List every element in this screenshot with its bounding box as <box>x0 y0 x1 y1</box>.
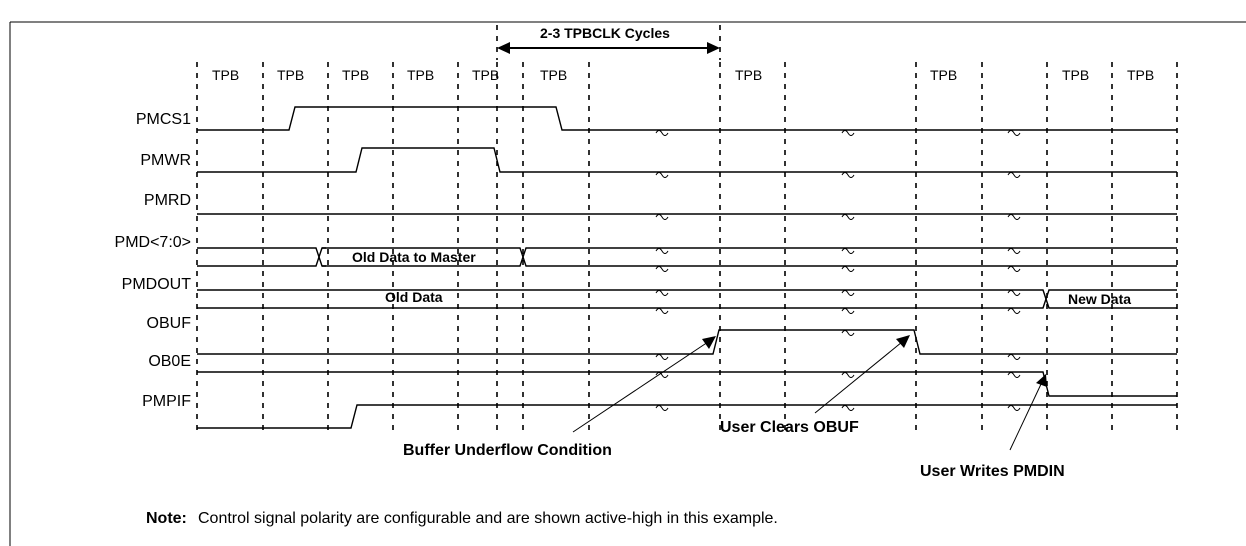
signal-name-ob0e: OB0E <box>148 353 191 370</box>
note-label: Note: <box>146 510 187 527</box>
annotation-user-writes-pmdin: User Writes PMDIN <box>920 463 1065 480</box>
annotation-user-clears-obuf: User Clears OBUF <box>720 419 859 436</box>
signal-name-obuf: OBUF <box>147 315 192 332</box>
tpb-label: TPB <box>930 67 957 83</box>
tpb-label: TPB <box>1062 67 1089 83</box>
cycle-span-label: 2-3 TPBCLK Cycles <box>540 25 670 41</box>
time-break-marks <box>655 130 1021 411</box>
signal-name-pmpif: PMPIF <box>142 393 191 410</box>
signal-name-pmdout: PMDOUT <box>122 276 192 293</box>
pmd-bus-label: Old Data to Master <box>352 249 476 265</box>
tpb-label: TPB <box>735 67 762 83</box>
tpb-labels: TPB TPB TPB TPB TPB TPB TPB TPB TPB TPB <box>212 67 1154 83</box>
tpb-label: TPB <box>472 67 499 83</box>
tpb-label: TPB <box>540 67 567 83</box>
pmdout-new-label: New Data <box>1068 291 1131 307</box>
tpb-label: TPB <box>1127 67 1154 83</box>
annotation-arrows <box>572 335 1047 451</box>
waveform-pmcs1 <box>197 106 1177 131</box>
signal-names: PMCS1 PMWR PMRD PMD<7:0> PMDOUT OBUF OB0… <box>115 111 192 410</box>
waveform-obuf <box>197 329 1177 355</box>
signal-name-pmwr: PMWR <box>140 152 191 169</box>
pmdout-old-label: Old Data <box>385 289 443 305</box>
waveform-pmwr <box>197 147 1177 173</box>
note-text: Control signal polarity are configurable… <box>198 510 778 527</box>
waveform-ob0e <box>197 371 1177 397</box>
cycle-dividers <box>196 62 1178 432</box>
tpb-label: TPB <box>212 67 239 83</box>
tpb-label: TPB <box>407 67 434 83</box>
waveform-pmd <box>197 247 1177 267</box>
signal-name-pmrd: PMRD <box>144 192 191 209</box>
signal-name-pmcs1: PMCS1 <box>136 111 191 128</box>
cycle-span-indicator: 2-3 TPBCLK Cycles <box>496 25 721 60</box>
tpb-label: TPB <box>342 67 369 83</box>
signal-name-pmd: PMD<7:0> <box>115 234 191 251</box>
waveform-pmdout <box>197 289 1177 309</box>
annotation-buffer-underflow: Buffer Underflow Condition <box>403 442 612 459</box>
tpb-label: TPB <box>277 67 304 83</box>
waveform-pmpif <box>197 404 1177 429</box>
